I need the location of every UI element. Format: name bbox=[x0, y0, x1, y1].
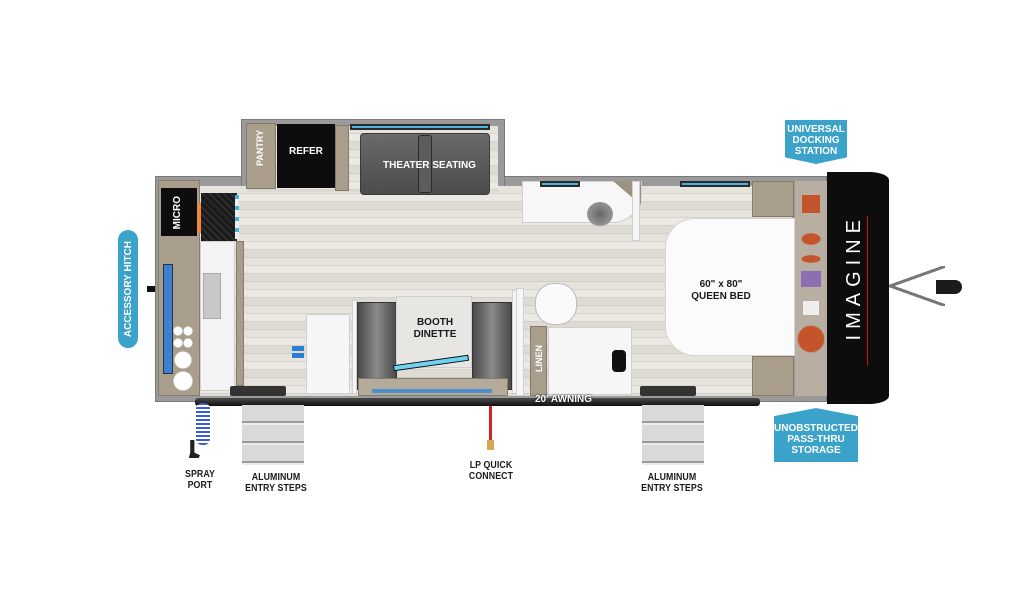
bath-partition bbox=[516, 288, 524, 396]
kitchen-sink bbox=[203, 273, 221, 319]
micro-label: MICRO bbox=[172, 196, 183, 230]
pantry-label: PANTRY bbox=[255, 130, 265, 166]
booth-seat-right bbox=[472, 302, 512, 390]
dinette-partition-right bbox=[512, 290, 517, 394]
theater-console bbox=[418, 135, 432, 193]
awning: 20' AWNING bbox=[195, 394, 760, 406]
lp-quick-connect-line bbox=[489, 406, 492, 442]
microwave: MICRO bbox=[161, 188, 197, 236]
stovetop bbox=[201, 193, 237, 241]
spray-port-hose bbox=[196, 403, 210, 445]
dinette-partition bbox=[352, 300, 357, 394]
linen-label: LINEN bbox=[534, 345, 544, 372]
dishes bbox=[172, 325, 194, 391]
awning-label: 20' AWNING bbox=[535, 394, 593, 405]
bath-window bbox=[540, 181, 580, 187]
microwave-light bbox=[197, 203, 201, 233]
entry-steps-1-label: ALUMINUM ENTRY STEPS bbox=[245, 472, 307, 494]
lp-quick-connect-fitting bbox=[487, 440, 494, 450]
spray-port-label: SPRAY PORT bbox=[185, 469, 215, 491]
stove-knobs bbox=[235, 195, 239, 239]
accessory-hitch-nub bbox=[147, 286, 155, 292]
wardrobe-top bbox=[752, 181, 794, 217]
entry-mat-1 bbox=[230, 386, 286, 396]
lp-quick-connect-label: LP QUICK CONNECT bbox=[468, 460, 514, 482]
brand-logo: IMAGINE bbox=[843, 214, 865, 341]
front-cap: IMAGINE bbox=[827, 172, 889, 404]
theater-seating-label: THEATER SEATING bbox=[383, 160, 476, 171]
universal-docking-station-callout: UNIVERSAL DOCKING STATION bbox=[785, 120, 847, 164]
dinette-base bbox=[358, 378, 508, 396]
pass-thru-storage bbox=[795, 181, 828, 396]
spray-port-nozzle bbox=[188, 440, 200, 458]
refer-side-cabinet bbox=[335, 125, 349, 191]
bedroom-window bbox=[680, 181, 750, 187]
hitch-tongue bbox=[889, 266, 945, 306]
kitchen-side-cabinet bbox=[236, 241, 244, 386]
entry-steps-2-label: ALUMINUM ENTRY STEPS bbox=[641, 472, 703, 494]
booth-seat-left bbox=[357, 302, 397, 390]
refrigerator: REFER bbox=[277, 124, 335, 188]
bath-wall bbox=[632, 181, 640, 241]
queen-bed: 60" x 80" QUEEN BED bbox=[665, 218, 795, 356]
entry-steps-1 bbox=[242, 405, 304, 465]
pantry: PANTRY bbox=[246, 123, 276, 189]
pantry-shelf-window bbox=[163, 264, 173, 374]
usb-ports bbox=[292, 346, 304, 360]
accessory-hitch-callout: ACCESSORY HITCH bbox=[118, 230, 138, 348]
entry-mat-2 bbox=[640, 386, 696, 396]
wardrobe-bottom bbox=[752, 356, 794, 396]
slide-window bbox=[350, 124, 490, 130]
brand-logo-accent bbox=[867, 216, 868, 366]
bathroom-sink bbox=[587, 202, 613, 226]
dinette-bench-left bbox=[306, 314, 350, 394]
shower-fixture bbox=[612, 350, 626, 372]
toilet bbox=[535, 283, 577, 325]
entry-steps-2 bbox=[642, 405, 704, 465]
linen-cabinet: LINEN bbox=[530, 326, 547, 396]
hitch-coupler bbox=[936, 280, 962, 294]
booth-dinette-label: BOOTH DINETTE bbox=[413, 317, 457, 340]
pass-thru-storage-callout: UNOBSTRUCTED PASS-THRU STORAGE bbox=[774, 408, 858, 462]
dinette-base-window bbox=[372, 389, 492, 393]
dinette-table: BOOTH DINETTE bbox=[396, 296, 472, 368]
refer-label: REFER bbox=[289, 146, 323, 157]
queen-bed-label: 60" x 80" QUEEN BED bbox=[691, 279, 751, 302]
